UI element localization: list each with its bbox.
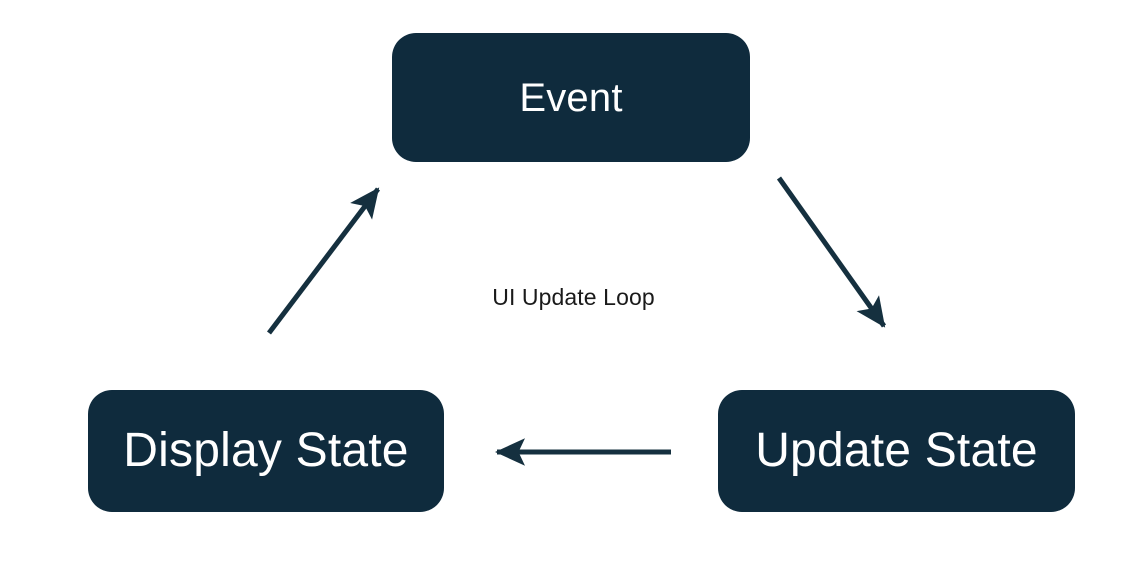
node-event-label: Event <box>519 75 623 120</box>
node-update-state-label: Update State <box>755 424 1038 477</box>
node-display-state[interactable]: Display State <box>88 390 444 512</box>
node-update-state[interactable]: Update State <box>718 390 1075 512</box>
node-event[interactable]: Event <box>392 33 750 162</box>
loop-caption: UI Update Loop <box>492 284 655 310</box>
node-display-state-label: Display State <box>123 424 409 477</box>
edge-display-state-to-event <box>267 187 380 335</box>
